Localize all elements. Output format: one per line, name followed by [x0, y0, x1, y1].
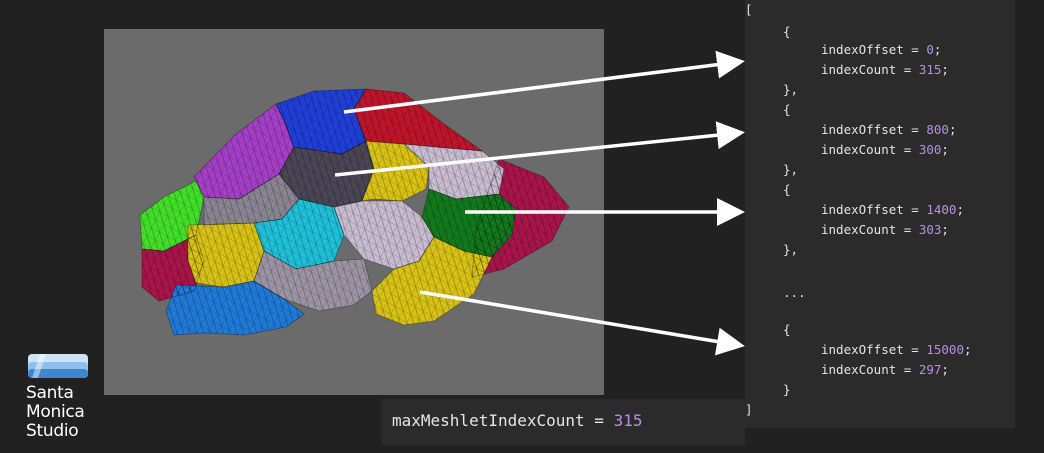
- entry-1-open-brace: {: [783, 102, 791, 117]
- logo-line-1: Santa: [26, 383, 74, 403]
- logo-line-2: Monica: [26, 402, 85, 422]
- entry-2-count: indexCount = 303;: [821, 222, 949, 237]
- code-close-bracket: ]: [745, 402, 753, 417]
- code-ellipsis: ...: [783, 285, 806, 300]
- arrow-entry-3: [419, 290, 745, 356]
- entry-3-close: }: [783, 382, 791, 397]
- arrow-entry-0: [343, 50, 745, 114]
- entry-0-offset: indexOffset = 0;: [821, 42, 942, 57]
- meshlet-array-code-panel: [ { indexOffset = 0; indexCount = 315; }…: [745, 0, 1015, 428]
- entry-2-open-brace: {: [783, 182, 791, 197]
- entry-2-close: },: [783, 242, 799, 257]
- entry-3-count: indexCount = 297;: [821, 362, 949, 377]
- entry-3-offset: indexOffset = 15000;: [821, 342, 972, 357]
- max-index-count-text: maxMeshletIndexCount = 315: [392, 411, 643, 430]
- entry-3-open-brace: {: [783, 322, 791, 337]
- entry-0-close: },: [783, 82, 799, 97]
- studio-logo: Santa Monica Studio: [26, 352, 116, 447]
- code-open-bracket: [: [745, 2, 753, 17]
- entry-2-offset: indexOffset = 1400;: [821, 202, 964, 217]
- santa-monica-studio-logo-icon: [28, 354, 88, 378]
- entry-0-open-brace: {: [783, 24, 791, 39]
- logo-line-3: Studio: [26, 421, 79, 441]
- entry-1-count: indexCount = 300;: [821, 142, 949, 157]
- entry-0-count: indexCount = 315;: [821, 62, 949, 77]
- meshlet-render: [139, 88, 570, 336]
- entry-1-offset: indexOffset = 800;: [821, 122, 957, 137]
- arrow-entry-1: [334, 121, 745, 177]
- max-index-count-box: maxMeshletIndexCount = 315: [381, 399, 745, 445]
- entry-1-close: },: [783, 162, 799, 177]
